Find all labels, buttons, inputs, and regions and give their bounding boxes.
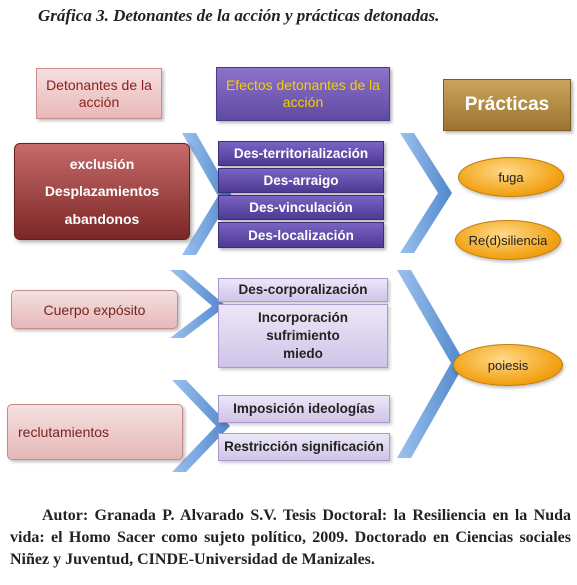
efecto-imposicion-ideologias: Imposición ideologías [218, 395, 390, 423]
efecto-deslocalizacion: Des-localización [218, 222, 384, 248]
chevron-left-3 [172, 380, 230, 472]
chevron-right-1 [400, 133, 452, 253]
detonante-desplazamientos: Desplazamientos [44, 183, 160, 200]
reclutamientos-box: reclutamientos [7, 404, 183, 460]
efecto-incorporacion: Incorporación sufrimiento [257, 310, 348, 343]
cuerpo-exposito-box: Cuerpo expósito [11, 290, 178, 329]
efecto-miedo: miedo [283, 346, 323, 361]
practica-resiliencia: Re(d)siliencia [455, 220, 561, 260]
figure-title: Gráfica 3. Detonantes de la acción y prá… [38, 6, 440, 25]
practica-fuga: fuga [458, 157, 564, 197]
header-efectos: Efectos detonantes de la acción [216, 67, 390, 121]
efecto-restriccion-significacion: Restricción significación [218, 433, 390, 461]
practica-poiesis: poiesis [453, 344, 563, 386]
efecto-desvinculacion: Des-vinculación [218, 195, 384, 220]
chevron-left-1 [182, 133, 232, 255]
detonante-abandonos: abandonos [64, 211, 140, 228]
header-detonantes: Detonantes de la acción [36, 68, 162, 119]
chevron-arrows [170, 133, 465, 472]
detonantes-group: exclusión Desplazamientos abandonos [14, 143, 190, 240]
efecto-desterritorializacion: Des-territorialización [218, 141, 384, 166]
figure-caption: Autor: Granada P. Alvarado S.V. Tesis Do… [10, 507, 571, 568]
header-practicas: Prácticas [443, 79, 571, 131]
detonante-exclusion: exclusión [69, 155, 135, 172]
chevron-left-2 [170, 270, 226, 338]
efecto-desarraigo: Des-arraigo [218, 168, 384, 193]
efecto-incorporacion-miedo: Incorporación sufrimiento miedo [218, 304, 388, 368]
chevron-right-2 [397, 270, 465, 458]
efecto-descorporalizacion: Des-corporalización [218, 278, 388, 302]
